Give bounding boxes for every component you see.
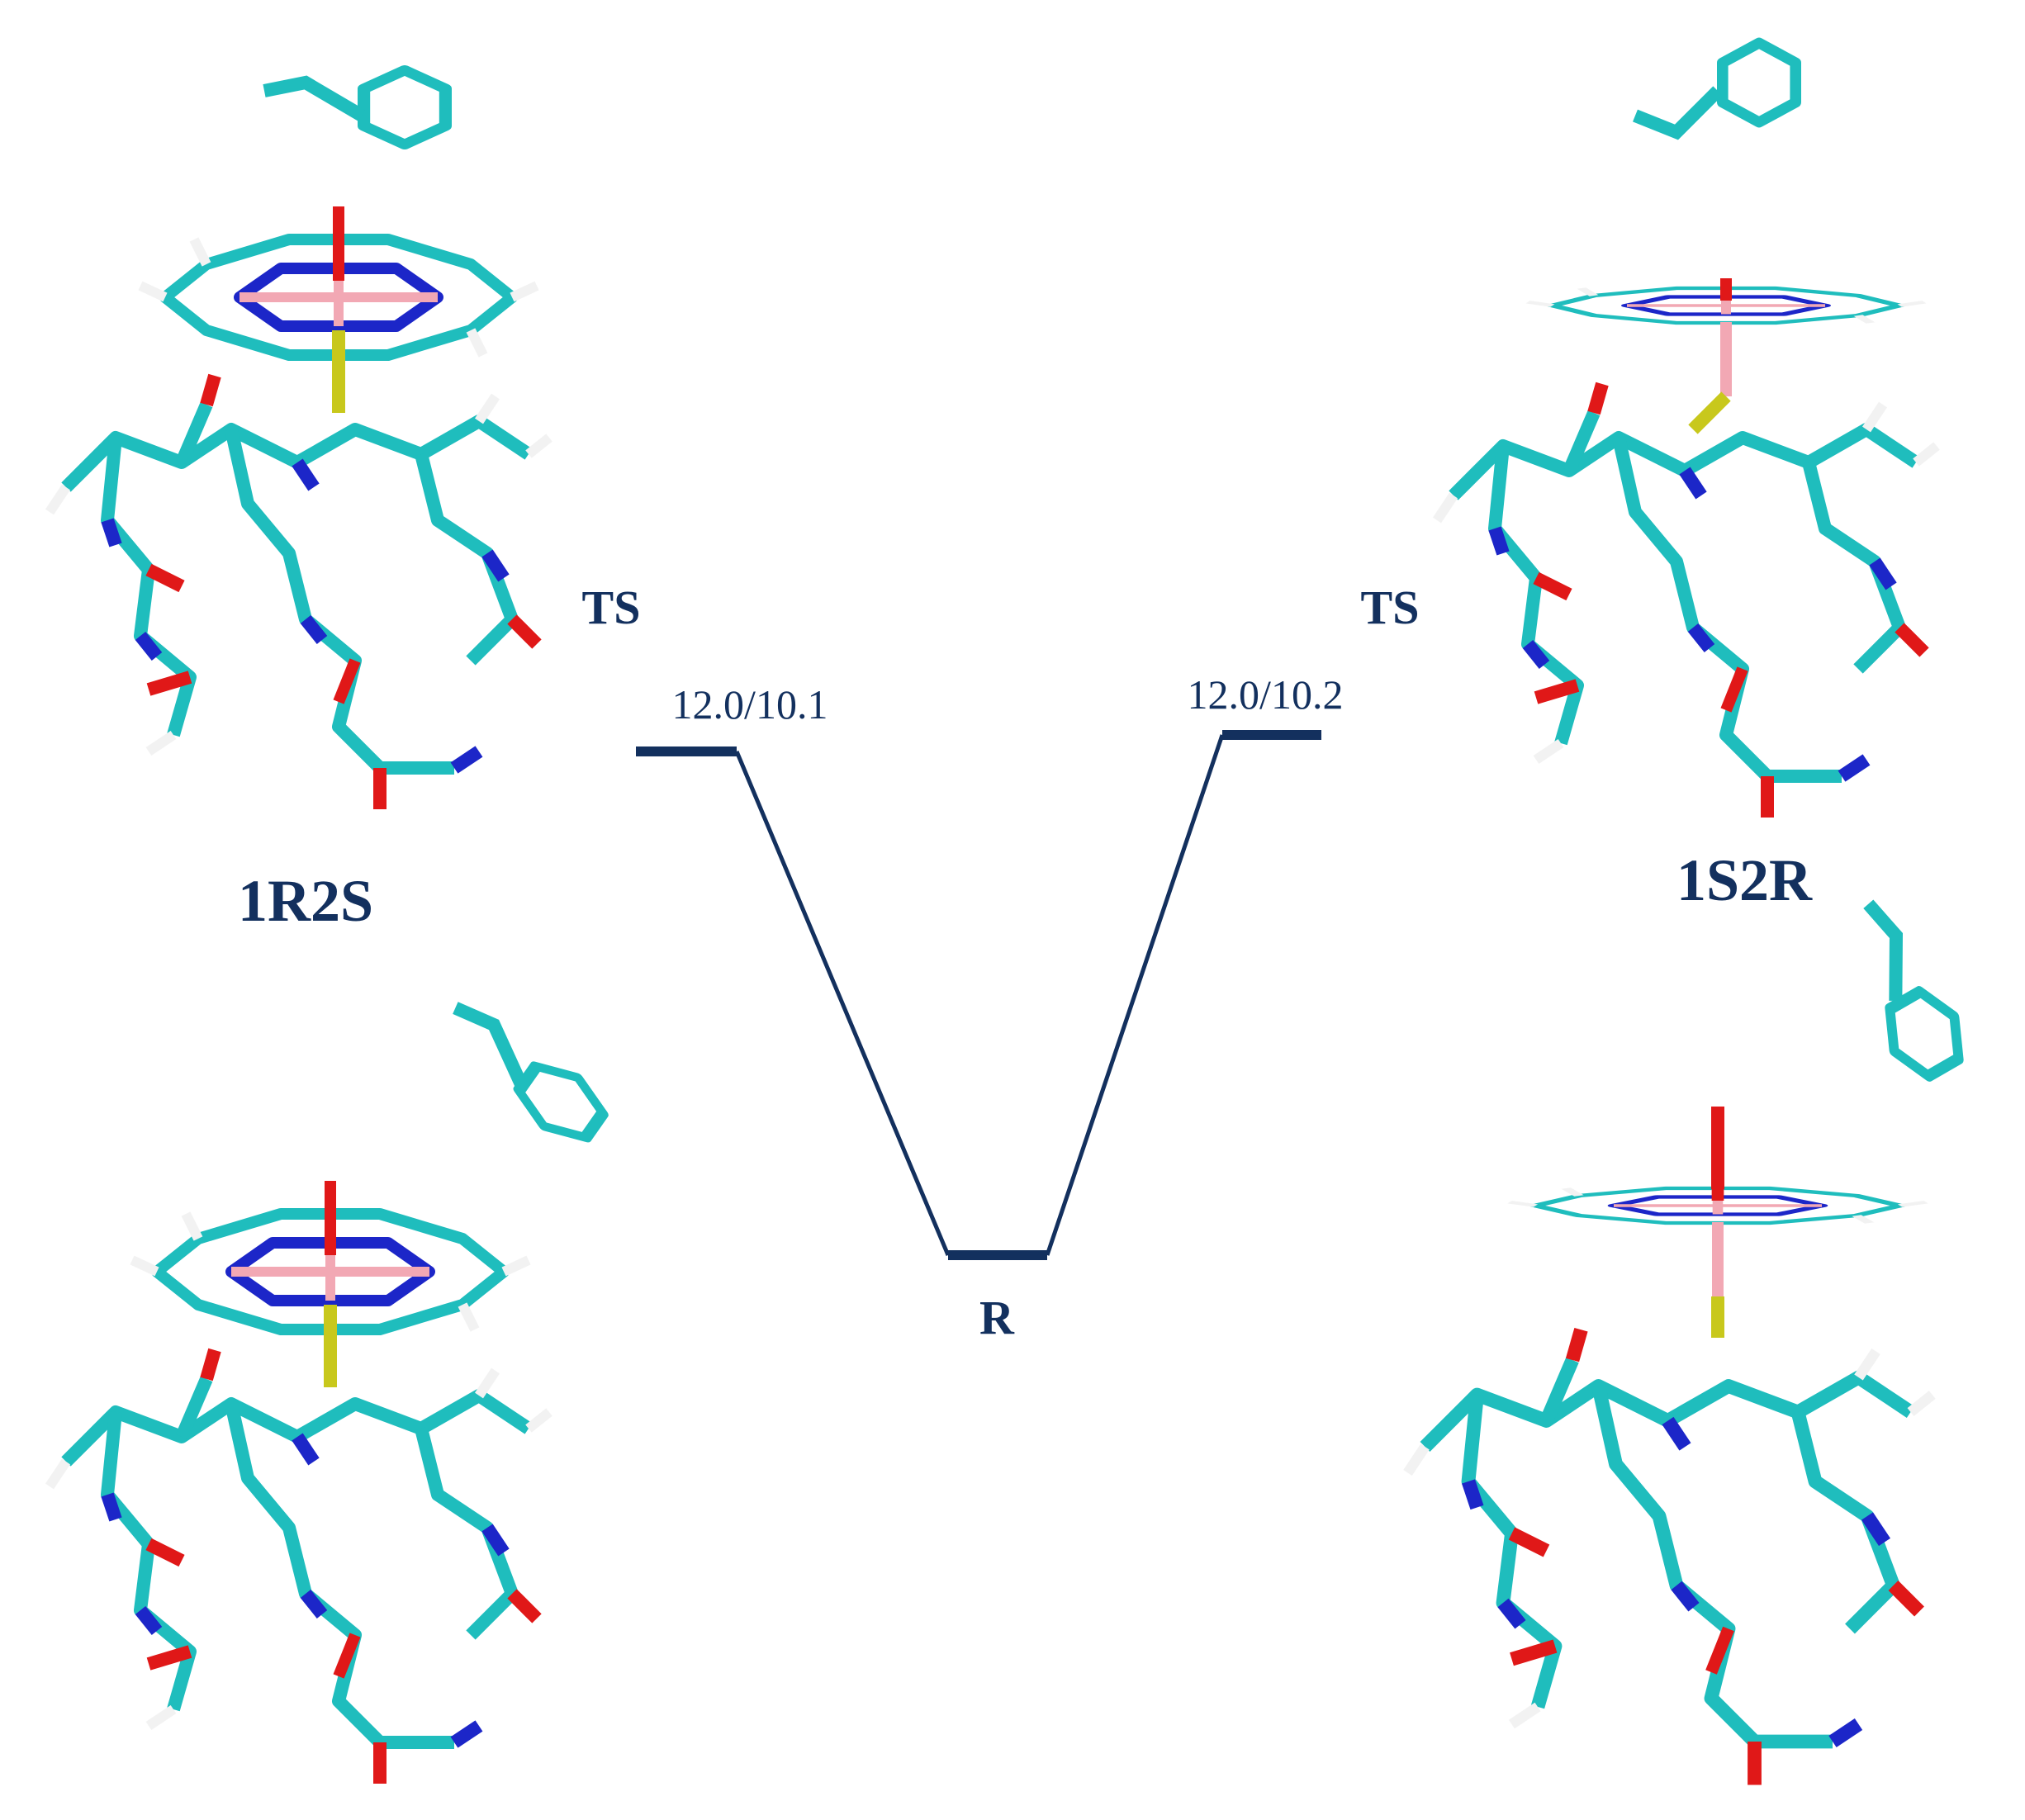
substrate-group	[453, 1002, 611, 1149]
peptide-chain	[1408, 1329, 1933, 1784]
connector-right	[1045, 734, 1225, 1256]
peptide-chain	[50, 376, 549, 809]
molecule-1s2r-ts	[1437, 43, 1937, 818]
structure-label-1s2r: 1S2R	[1676, 847, 1813, 913]
peptide-chain	[1437, 384, 1937, 818]
peptide-chain	[50, 1350, 549, 1784]
ts-energy-left: 12.0/10.1	[672, 681, 828, 728]
molecule-1s2r-r	[1408, 899, 1974, 1785]
molecule-1r2s-r	[50, 1002, 611, 1784]
substrate-group	[1633, 43, 1795, 140]
connector-left	[734, 751, 951, 1256]
structure-label-1r2s: 1R2S	[238, 868, 373, 934]
reactant-label: R	[979, 1291, 1015, 1344]
substrate-group	[263, 70, 445, 145]
energy-profile	[636, 730, 1321, 1260]
ts-label-right: TS	[1361, 581, 1420, 634]
substrate-group	[1863, 899, 1974, 1085]
ts-energy-right: 12.0/10.2	[1188, 671, 1344, 718]
ts-label-left: TS	[582, 581, 641, 634]
heme-group	[1528, 278, 1924, 323]
molecule-1r2s-ts	[50, 70, 549, 809]
